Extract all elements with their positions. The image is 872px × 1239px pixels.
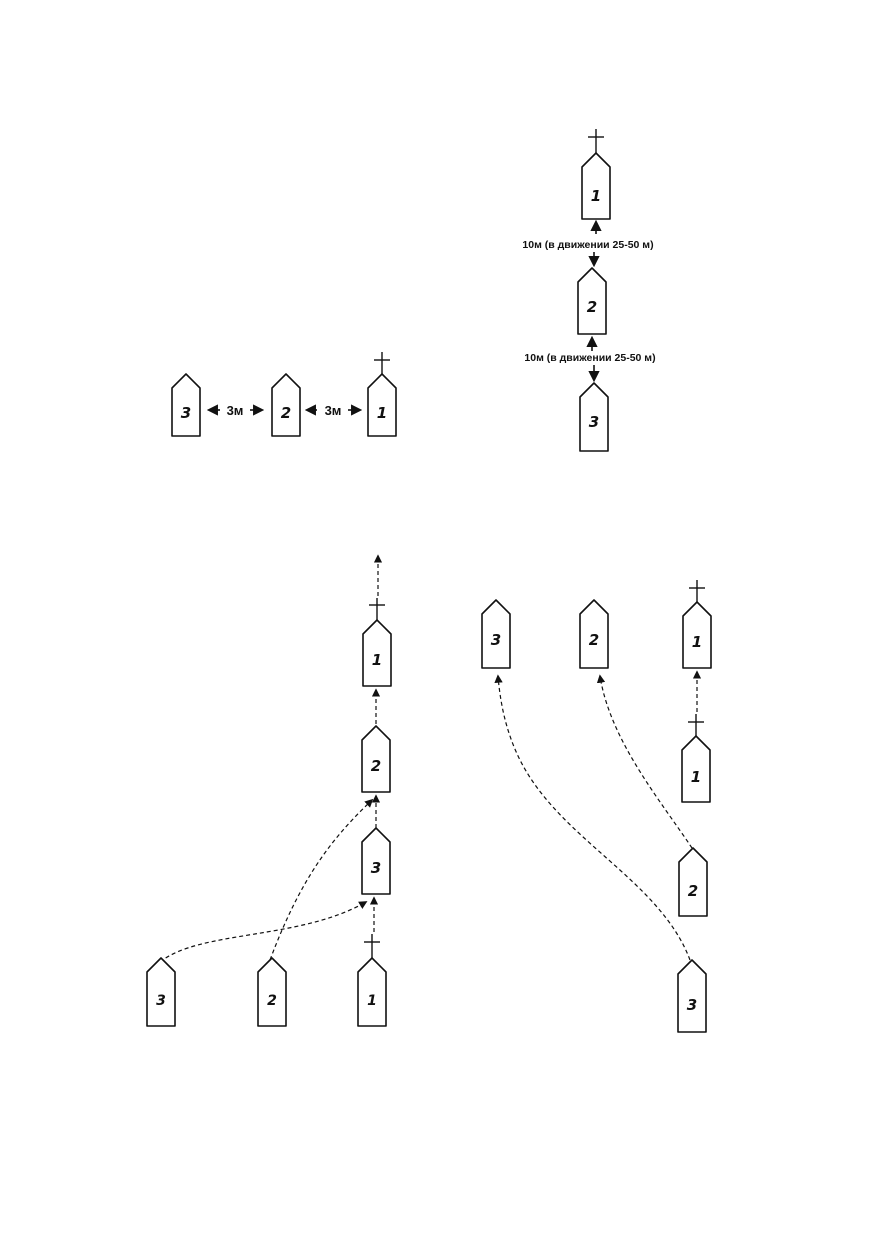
panel-line-abreast: 3 2 1 3м 3м [171,352,397,437]
boat-number: 2 [589,631,599,649]
boat-leader: 1 [581,129,611,220]
boat-leader: 1 [357,934,387,1027]
boat: 2 [678,847,708,917]
boat-number: 3 [687,996,697,1014]
boat-number: 2 [587,298,597,316]
gap-label: 3м [325,403,342,418]
boat: 3 [361,827,391,895]
boat-number: 3 [371,859,381,877]
panel-form-column: 1 2 3 3 2 1 [146,554,392,1027]
boat: 3 [481,599,511,669]
path-arrow [269,798,374,961]
boat: 3 [677,959,707,1033]
boat-number: 2 [688,882,698,900]
boat: 2 [257,957,287,1027]
boat-number: 1 [692,633,702,651]
boat-number: 3 [589,413,599,431]
boat: 3 [146,957,176,1027]
boat-number: 2 [281,404,291,422]
boat: 2 [361,725,391,793]
gap-label: 10м (в движении 25-50 м) [522,239,653,251]
boat: 2 [579,599,609,669]
boat-number: 1 [591,187,601,205]
boat: 3 [171,373,201,437]
boat-leader: 1 [362,598,392,687]
boat-number: 1 [367,993,377,1009]
boat-number: 2 [267,993,277,1009]
path-arrow [159,901,368,963]
boat-leader: 1 [681,714,711,803]
boat-number: 1 [372,651,382,669]
panel-form-line: 3 2 1 1 2 3 [481,580,712,1033]
path-arrow [494,674,691,961]
boat-number: 2 [371,757,381,775]
boat: 3 [579,382,609,452]
boat-number: 3 [491,631,501,649]
gap-label: 10м (в движении 25-50 м) [524,352,655,364]
panel-column: 1 2 3 10м (в движении 25-50 м) 10м (в дв… [522,129,656,452]
boat-number: 1 [377,404,387,422]
boat: 2 [271,373,301,437]
boat-number: 1 [691,768,701,786]
path-arrow [596,674,693,849]
boat-number: 3 [156,993,166,1009]
boat-leader: 1 [682,580,712,669]
boat-leader: 1 [367,352,397,437]
boat: 2 [577,267,607,335]
boat-number: 3 [181,404,191,422]
gap-label: 3м [227,403,244,418]
